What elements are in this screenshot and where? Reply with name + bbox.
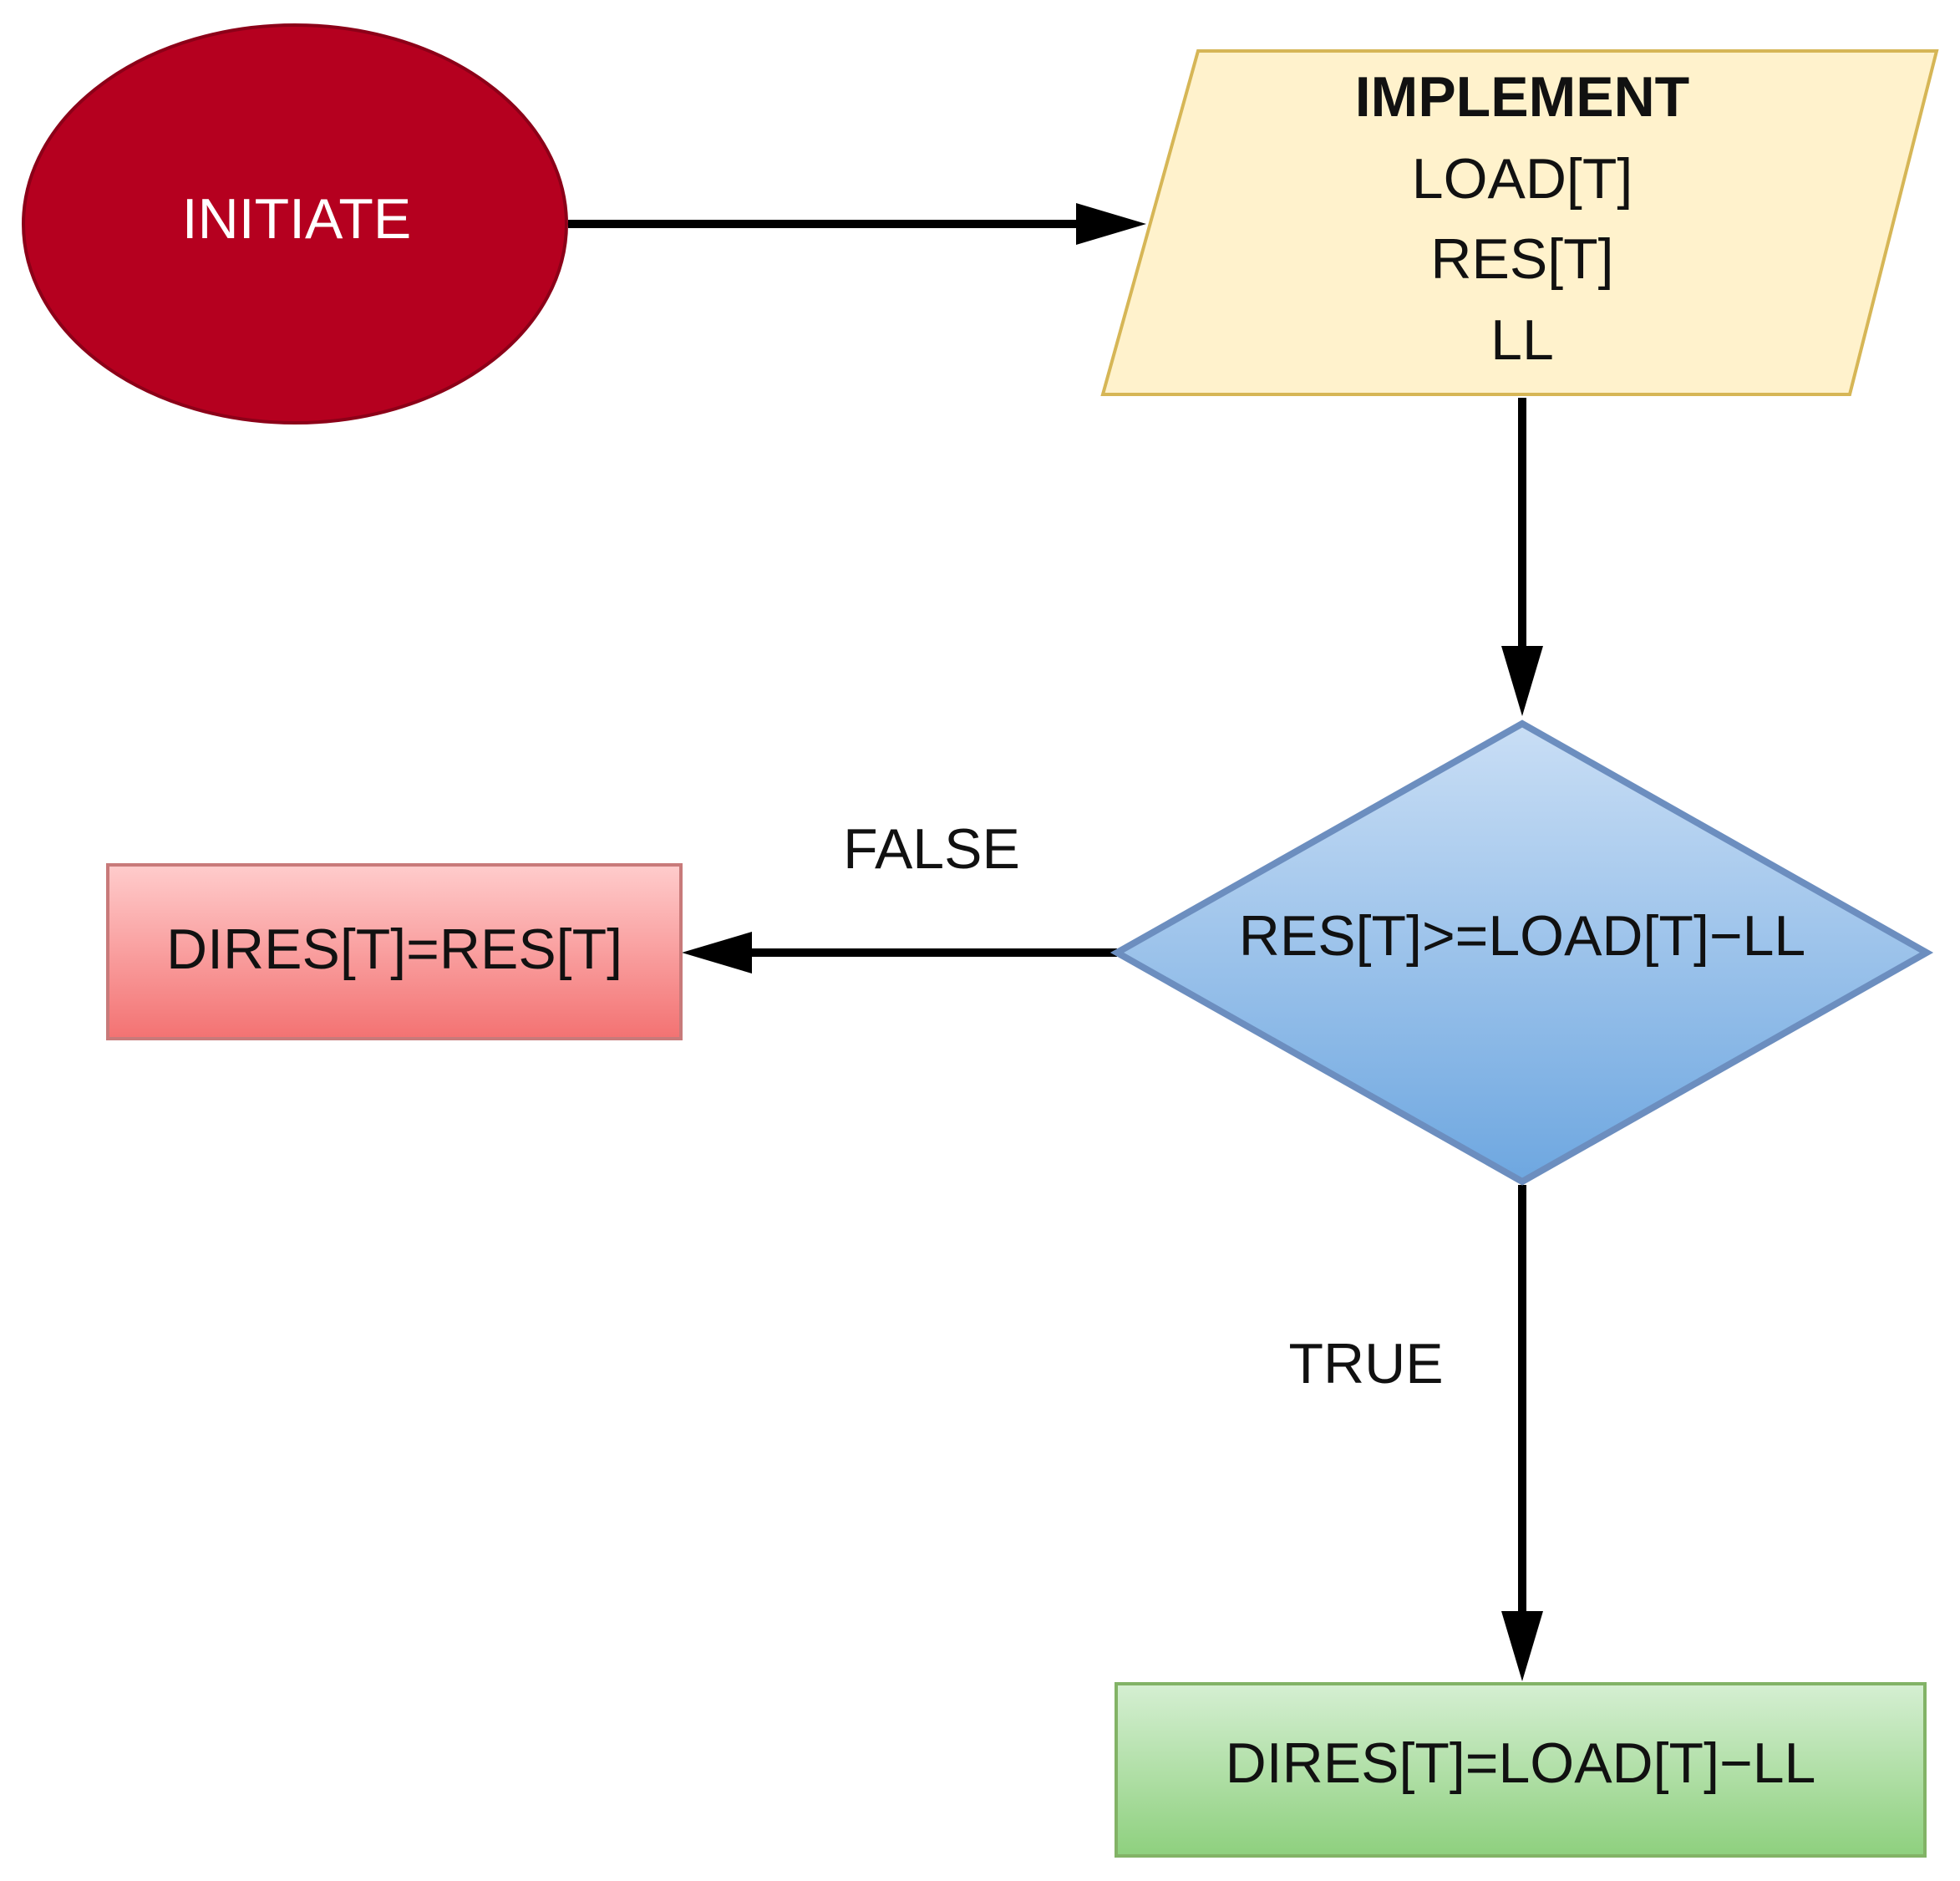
false-result-label: DIRES[T]=RES[T] [166, 918, 622, 981]
initiate-label: INITIATE [182, 187, 412, 251]
arrowhead-icon [1501, 646, 1543, 716]
implement-node[interactable]: IMPLEMENT LOAD[T] RES[T] LL [1100, 49, 1939, 396]
implement-line-res: RES[T] [1430, 227, 1613, 291]
decision-label: RES[T]>=LOAD[T]−LL [1239, 904, 1805, 968]
initiate-node[interactable]: INITIATE [22, 23, 568, 424]
true-edge-label: TRUE [1288, 1332, 1443, 1395]
arrowhead-icon [1076, 203, 1146, 245]
false-edge-label: FALSE [843, 817, 1020, 881]
edge-decision-true [1501, 1185, 1543, 1681]
edge-implement-to-decision [1501, 398, 1543, 716]
implement-line-load: LOAD[T] [1412, 147, 1633, 211]
implement-line-ll: LL [1490, 308, 1554, 372]
true-result-node[interactable]: DIRES[T]=LOAD[T]−LL [1115, 1682, 1927, 1858]
arrowhead-icon [1501, 1611, 1543, 1681]
arrowhead-icon [682, 932, 752, 974]
edge-decision-false [682, 932, 1117, 974]
true-result-label: DIRES[T]=LOAD[T]−LL [1226, 1731, 1816, 1795]
edge-initiate-to-implement [568, 203, 1146, 245]
decision-node[interactable]: RES[T]>=LOAD[T]−LL [1109, 719, 1934, 1186]
implement-title: IMPLEMENT [1355, 65, 1689, 129]
false-result-node[interactable]: DIRES[T]=RES[T] [106, 863, 683, 1040]
